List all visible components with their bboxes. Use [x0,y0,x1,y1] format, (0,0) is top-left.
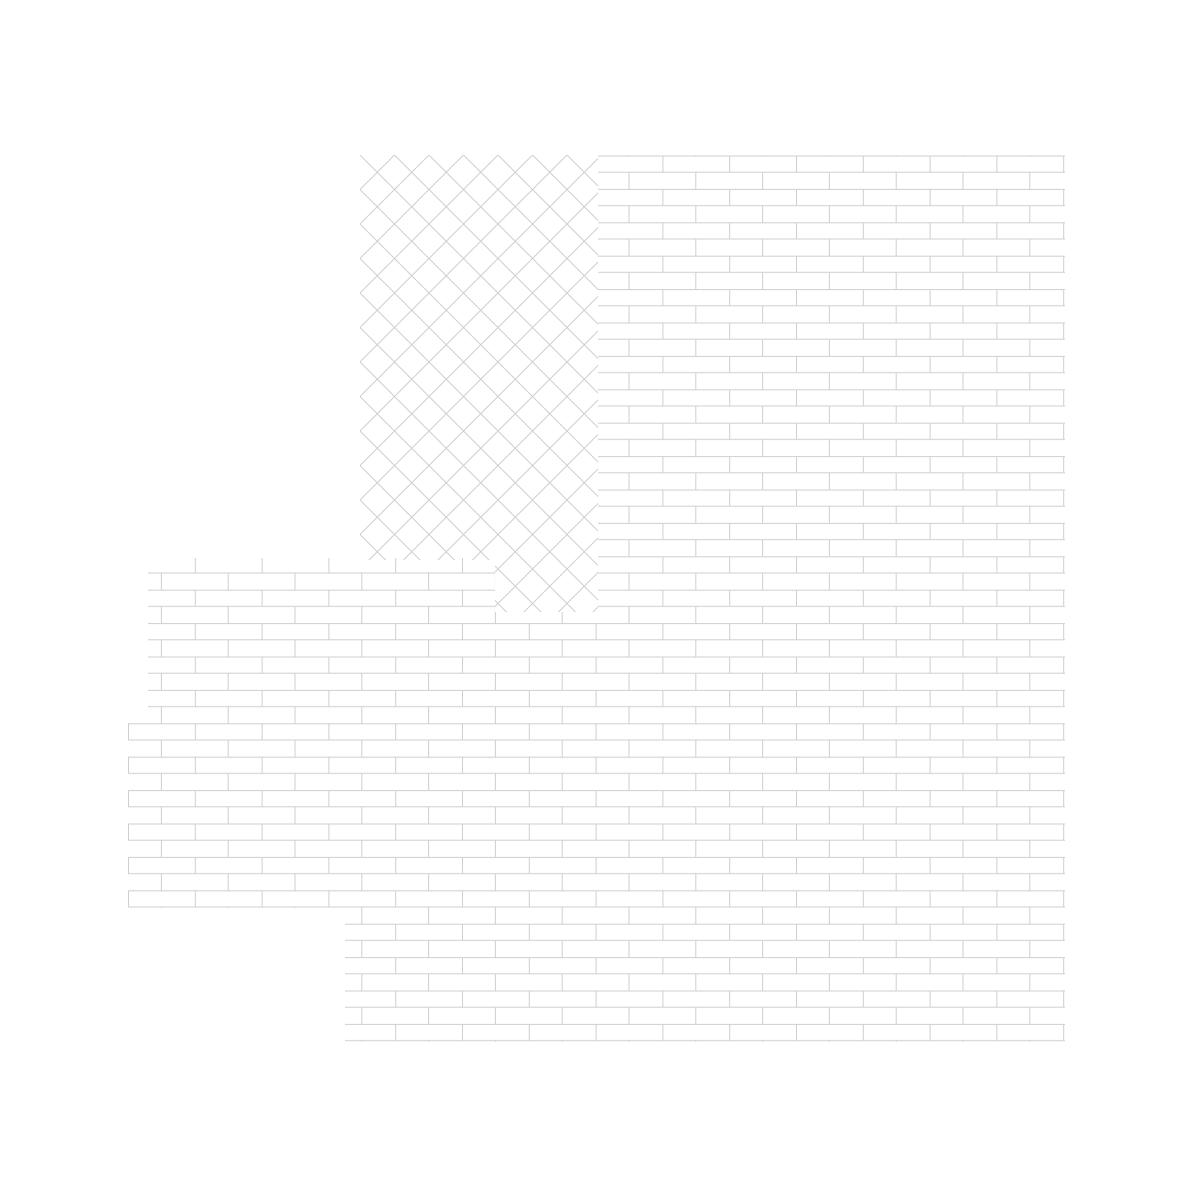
pattern-regions [128,155,1065,1042]
main-brick-zone [495,575,1065,908]
bottom-brick-zone [345,908,1065,1042]
upper-right-brick-zone [598,155,1065,612]
diagonal-lattice-zone [360,155,598,612]
left-brick-zone [128,558,495,908]
